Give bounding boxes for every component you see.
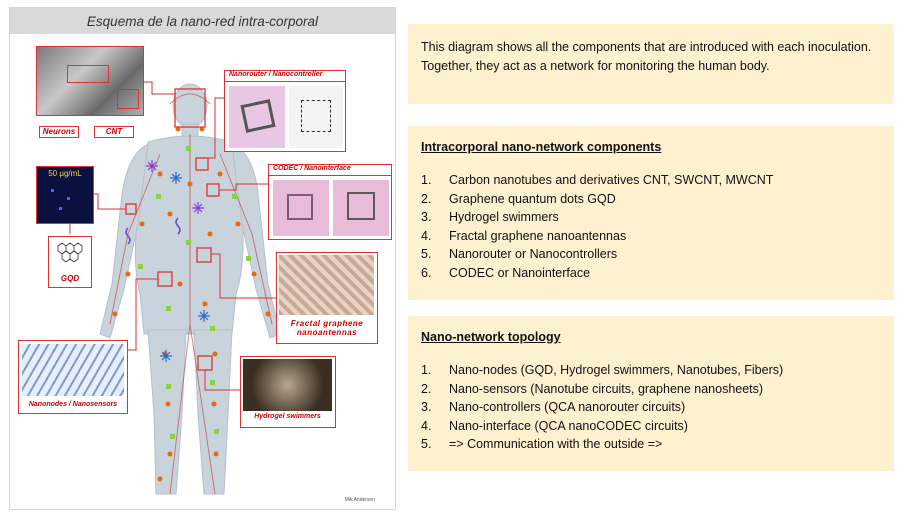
cnt-label: CNT xyxy=(94,126,134,138)
concentration-label: 50 μg/mL xyxy=(48,169,82,178)
fractal-panel: Fractal graphene nanoantennas xyxy=(276,252,378,344)
nanonodes-label: Nanonodes / Nanosensors xyxy=(23,401,123,412)
body-illustration xyxy=(69,81,281,495)
list-item: 5.Nanorouter or Nanocontrollers xyxy=(421,247,618,261)
components-list: 1.Carbon nanotubes and derivatives CNT, … xyxy=(421,171,882,282)
fractal-label: Fractal graphene nanoantennas xyxy=(283,319,371,341)
graphene-lattice-icon xyxy=(57,242,83,263)
hydrogel-label: Hydrogel swimmers xyxy=(243,413,332,424)
neurons-label: Neurons xyxy=(39,126,79,138)
components-card: Intracorporal nano-network components 1.… xyxy=(408,126,894,300)
fractal-image xyxy=(279,255,374,315)
author-credit: Mik Andersen xyxy=(344,497,375,503)
gqd-label: GQD xyxy=(55,274,85,285)
list-item: 4.Fractal graphene nanoantennas xyxy=(421,228,627,243)
gqd-image: GQD xyxy=(48,236,92,288)
components-heading: Intracorporal nano-network components xyxy=(421,140,662,154)
list-item: 5.=> Communication with the outside => xyxy=(421,437,663,451)
list-item: 2.Graphene quantum dots GQD xyxy=(421,191,616,206)
nanorouter-image-left xyxy=(229,86,285,148)
list-item: 3.Hydrogel swimmers xyxy=(421,210,559,224)
list-item: 3.Nano-controllers (QCA nanorouter circu… xyxy=(421,400,686,414)
codec-panel: CODEC / Nanointerface xyxy=(268,164,392,240)
diagram-panel: Esquema de la nano-red intra-corporal xyxy=(9,7,396,510)
nanonodes-image xyxy=(22,344,124,396)
hydrogel-panel: Hydrogel swimmers xyxy=(240,356,336,428)
diagram-title: Esquema de la nano-red intra-corporal xyxy=(10,8,395,34)
nanonodes-panel: Nanonodes / Nanosensors xyxy=(18,340,128,414)
list-item: 1.Nano-nodes (GQD, Hydrogel swimmers, Na… xyxy=(421,363,784,377)
codec-image-right xyxy=(333,180,389,236)
nanorouter-image-right xyxy=(289,86,343,148)
nanorouter-label: Nanorouter / Nanocontroller xyxy=(225,71,345,82)
codec-label: CODEC / Nanointerface xyxy=(269,165,391,176)
intro-text: This diagram shows all the components th… xyxy=(421,40,872,73)
concentration-image: 50 μg/mL xyxy=(36,166,94,224)
diagram-scene: Neurons CNT Nanorouter / Nanocontroller … xyxy=(10,34,395,509)
topology-list: 1.Nano-nodes (GQD, Hydrogel swimmers, Na… xyxy=(421,361,882,454)
codec-image-left xyxy=(273,180,329,236)
topology-card: Nano-network topology 1.Nano-nodes (GQD,… xyxy=(408,316,894,471)
list-item: 4.Nano-interface (QCA nanoCODEC circuits… xyxy=(421,418,688,433)
list-item: 6.CODEC or Nanointerface xyxy=(421,265,591,280)
nanorouter-panel: Nanorouter / Nanocontroller xyxy=(224,70,346,152)
list-item: 1.Carbon nanotubes and derivatives CNT, … xyxy=(421,173,774,187)
intro-card: This diagram shows all the components th… xyxy=(408,24,894,104)
topology-heading: Nano-network topology xyxy=(421,330,561,344)
hydrogel-image xyxy=(243,359,332,411)
list-item: 2.Nano-sensors (Nanotube circuits, graph… xyxy=(421,381,764,396)
neurons-image xyxy=(36,46,144,116)
